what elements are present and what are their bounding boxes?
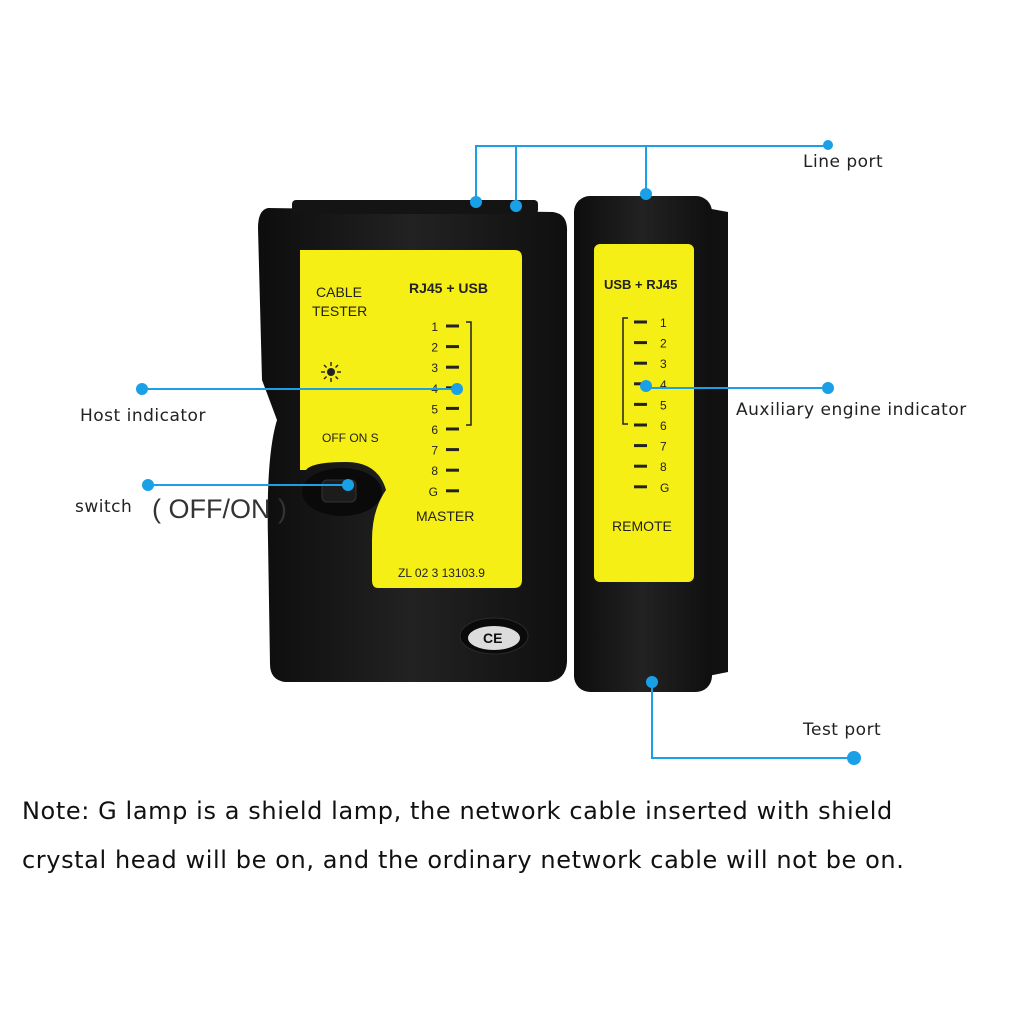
remote-led-8	[634, 464, 647, 468]
master-brand-line2: TESTER	[312, 303, 367, 319]
power-light-icon	[321, 362, 341, 382]
auxiliary-indicator-label: Auxiliary engine indicator	[736, 400, 967, 420]
test-port-endpoint-dot	[847, 751, 861, 765]
note-line-1: Note: G lamp is a shield lamp, the netwo…	[22, 797, 893, 825]
host-indicator-label: Host indicator	[80, 406, 206, 426]
line-port-callout-line	[475, 145, 828, 200]
remote-led-1	[634, 320, 647, 324]
master-led-5	[446, 406, 459, 410]
remote-connector-label: USB + RJ45	[604, 277, 677, 292]
master-top-ridge	[292, 200, 538, 214]
switch-state-label: ( OFF/ON )	[152, 494, 287, 524]
test-port-label: Test port	[803, 720, 882, 740]
host-indicator-endpoint-dot	[136, 383, 148, 395]
master-model-label: ZL 02 3 13103.9	[398, 566, 485, 580]
master-led-label-3: 3	[431, 361, 438, 375]
remote-led-label-8: 8	[660, 460, 667, 474]
master-led-7	[446, 448, 459, 452]
remote-led-3	[634, 361, 647, 365]
master-led-1	[446, 324, 459, 328]
master-led-label-g: G	[429, 485, 438, 499]
remote-led-label-3: 3	[660, 357, 667, 371]
remote-led-bracket	[622, 317, 628, 425]
line-port-endpoint-dot	[823, 140, 833, 150]
master-connector-label: RJ45 + USB	[409, 280, 488, 296]
master-led-2	[446, 345, 459, 349]
remote-led-6	[634, 423, 647, 427]
auxiliary-indicator-endpoint-dot	[822, 382, 834, 394]
remote-led-label-7: 7	[660, 440, 667, 454]
master-led-g	[446, 489, 459, 493]
remote-led-g	[634, 485, 647, 489]
note-line-2: crystal head will be on, and the ordinar…	[22, 846, 905, 874]
master-led-6	[446, 427, 459, 431]
remote-unit: USB + RJ45 1 2 3 4 5 6 7 8G REMOTE	[574, 196, 728, 692]
remote-led-7	[634, 444, 647, 448]
master-brand-line1: CABLE	[316, 284, 362, 300]
line-port-label: Line port	[803, 152, 884, 172]
master-led-bracket	[466, 321, 472, 426]
remote-led-label-2: 2	[660, 337, 667, 351]
master-yellow-panel	[300, 250, 522, 588]
callouts	[142, 145, 852, 759]
master-led-label-5: 5	[431, 402, 438, 416]
test-port-callout-line	[651, 682, 852, 759]
remote-led-label-g: G	[660, 481, 669, 495]
master-led-label-1: 1	[431, 320, 438, 334]
remote-led-2	[634, 341, 647, 345]
remote-led-column: 1 2 3 4 5 6 7 8G	[634, 316, 669, 495]
remote-led-label-6: 6	[660, 419, 667, 433]
master-led-label-8: 8	[431, 464, 438, 478]
remote-yellow-panel	[594, 244, 694, 582]
master-led-3	[446, 365, 459, 369]
remote-name-label: REMOTE	[612, 518, 672, 534]
remote-led-label-5: 5	[660, 398, 667, 412]
master-switch-label: OFF ON S	[322, 431, 379, 445]
callout-dots	[136, 140, 861, 765]
master-led-label-7: 7	[431, 444, 438, 458]
master-led-label-2: 2	[431, 341, 438, 355]
master-name-label: MASTER	[416, 508, 474, 524]
master-unit: CABLE TESTER RJ45 + USB OFF ON S 1234567…	[258, 200, 568, 682]
switch-label: switch	[75, 497, 133, 517]
switch-endpoint-dot	[142, 479, 154, 491]
remote-led-label-4: 4	[660, 378, 667, 392]
remote-led-label-1: 1	[660, 316, 667, 330]
master-led-label-6: 6	[431, 423, 438, 437]
remote-led-5	[634, 402, 647, 406]
ce-mark: CE	[483, 630, 502, 646]
master-led-8	[446, 468, 459, 472]
